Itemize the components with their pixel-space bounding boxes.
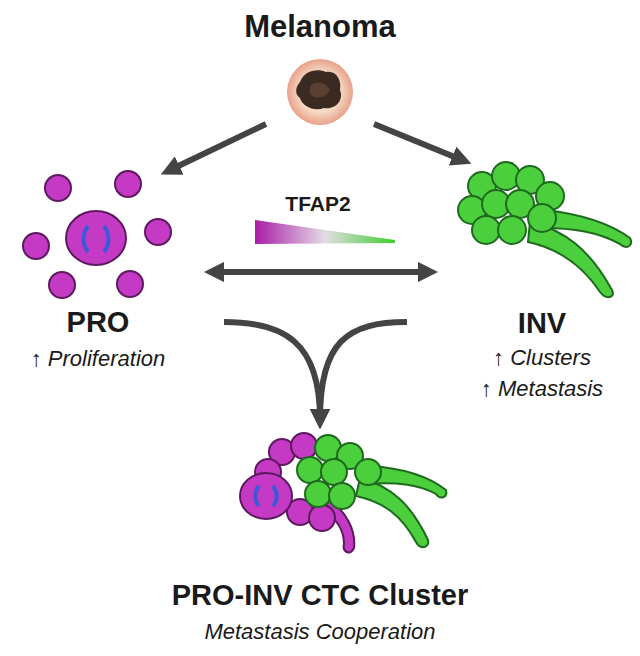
node-heading: Melanoma bbox=[244, 8, 396, 45]
melanoma-lesion bbox=[287, 59, 353, 125]
connector-arrow bbox=[214, 269, 428, 275]
inv-cluster bbox=[458, 162, 631, 297]
gradient-wedge bbox=[255, 220, 395, 244]
phenotype-node: PRO ↑ Proliferation bbox=[12, 168, 184, 372]
connector-arrow bbox=[170, 124, 266, 170]
node-note: ↑ Clusters bbox=[493, 345, 591, 371]
phenotype-node: INV ↑ Clusters ↑ Metastasis bbox=[452, 150, 632, 402]
node-heading: INV bbox=[518, 306, 566, 341]
node-heading: PRO-INV CTC Cluster bbox=[172, 578, 468, 613]
connector-arrow bbox=[224, 322, 320, 419]
pro-inv-cluster bbox=[240, 433, 446, 552]
connector-arrow bbox=[374, 124, 462, 160]
connector-arrow bbox=[320, 322, 407, 419]
node-heading: PRO bbox=[67, 305, 130, 340]
pro-cells bbox=[23, 171, 171, 298]
node-note: ↑ Proliferation bbox=[31, 346, 166, 372]
cluster-node: PRO-INV CTC ClusterMetastasis Cooperatio… bbox=[150, 425, 490, 645]
lesion-node: Melanoma bbox=[240, 8, 400, 126]
node-note: ↑ Metastasis bbox=[481, 376, 603, 402]
node-note: Metastasis Cooperation bbox=[204, 619, 435, 645]
edge-label: TFAP2 bbox=[282, 192, 353, 216]
